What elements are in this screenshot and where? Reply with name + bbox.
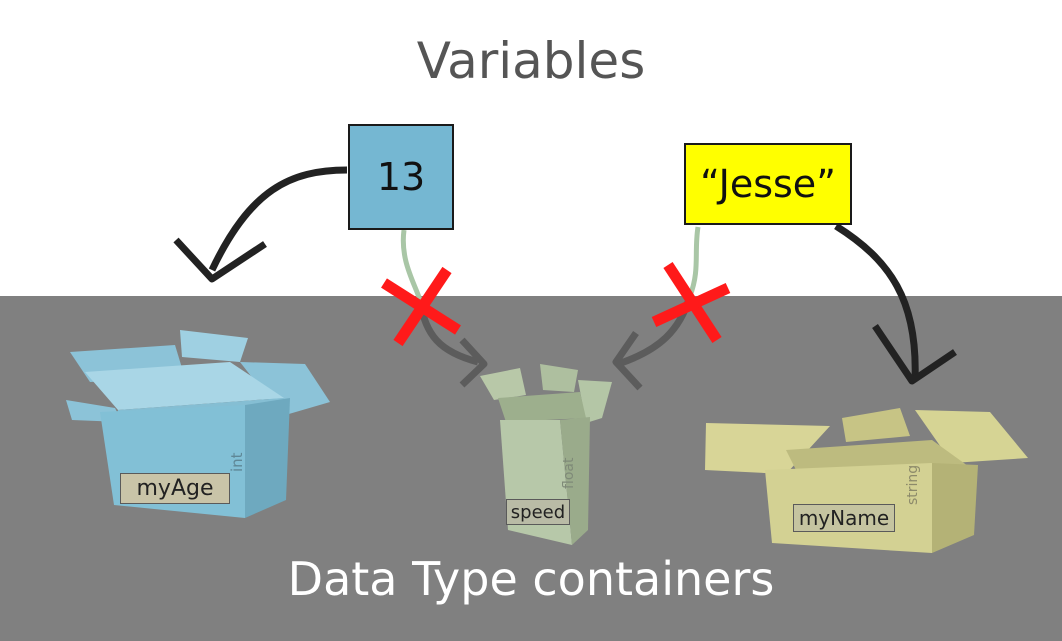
myage-label: myAge bbox=[120, 473, 230, 504]
string-type-tag: string bbox=[905, 464, 921, 505]
float-type-tag: float bbox=[561, 457, 577, 489]
jesse-string-line bbox=[687, 226, 701, 297]
diagram-title: Variables bbox=[416, 32, 646, 90]
jesse-to-string-arrow bbox=[834, 223, 919, 381]
number-to-int-arrowhead bbox=[173, 237, 267, 283]
speed-label: speed bbox=[506, 499, 570, 525]
string-value-box: “Jesse” bbox=[684, 143, 852, 225]
number-string-line bbox=[400, 229, 423, 301]
number-to-float-arrowhead bbox=[459, 337, 488, 388]
number-cross-icon bbox=[381, 266, 461, 347]
number-value-box: 13 bbox=[348, 124, 454, 230]
int-type-tag: int bbox=[228, 452, 246, 472]
myname-label: myName bbox=[793, 504, 895, 532]
jesse-cross-icon bbox=[651, 261, 731, 344]
jesse-to-string-arrowhead bbox=[872, 324, 957, 385]
top-area bbox=[0, 0, 1062, 296]
diagram-footer: Data Type containers bbox=[287, 552, 775, 606]
jesse-to-float-arrowhead bbox=[612, 331, 643, 391]
number-to-int-arrow bbox=[208, 166, 348, 272]
